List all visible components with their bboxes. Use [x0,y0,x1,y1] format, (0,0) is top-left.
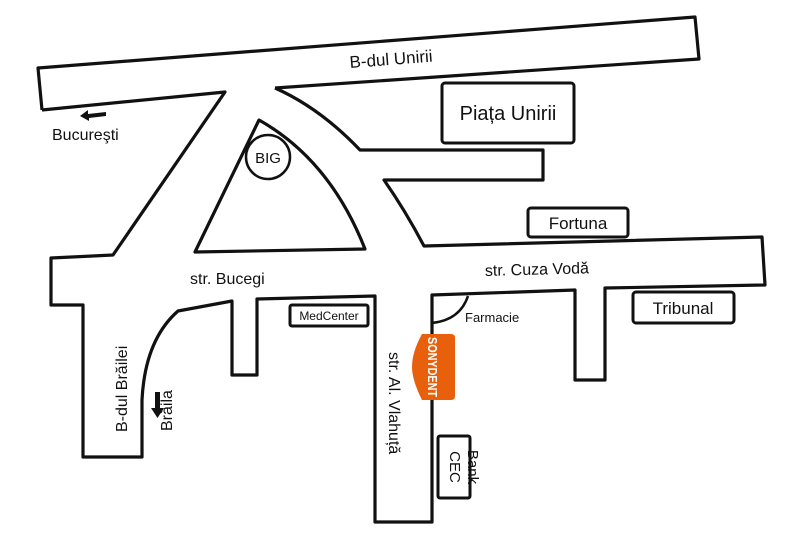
direction-label-bucuresti: Bucureşti [52,127,119,144]
label-sonydent: SONYDENT [425,337,440,397]
label-farmacie: Farmacie [465,310,519,325]
label-piata-unirii: Piața Unirii [460,103,557,125]
sonydent-shape [412,334,455,400]
unirii-top-edge [36,15,701,111]
street-label-brailei: B-dul Brăilei [114,346,131,432]
label-bank: Bank [464,450,481,485]
label-fortuna: Fortuna [549,214,608,233]
block-northwest-edge [41,86,767,524]
farmacie-marker [431,295,470,325]
label-cec: CEC [446,451,463,483]
landmark-medcenter: MedCenter [288,303,370,328]
label-big: BIG [255,150,281,167]
arrow-left-icon [80,110,106,121]
direction-bucuresti: Bucureşti [52,110,119,144]
landmark-tribunal: Tribunal [631,290,736,325]
landmark-big: BIG [244,133,292,181]
street-label-vlahuta: str. Al. Vlahuță [385,352,402,454]
arrow-down-icon [151,392,164,418]
street-label-cuza-voda: str. Cuza Vodă [485,260,590,280]
landmark-fortuna: Fortuna [526,206,630,239]
label-medcenter: MedCenter [299,309,358,323]
direction-label-braila: Brăila [159,390,176,431]
destination-marker-sonydent[interactable]: SONYDENT [412,334,455,400]
landmark-cec-bank: CEC Bank [436,434,481,500]
street-label-bucegi: str. Bucegi [190,271,265,288]
label-tribunal: Tribunal [653,299,714,318]
landmark-farmacie: Farmacie [431,295,519,325]
road-network [36,15,767,524]
big-triangle-block [193,118,367,254]
direction-braila: Brăila [151,390,176,431]
street-label-unirii: B-dul Unirii [349,47,433,72]
landmark-piata-unirii: Piața Unirii [440,81,576,145]
